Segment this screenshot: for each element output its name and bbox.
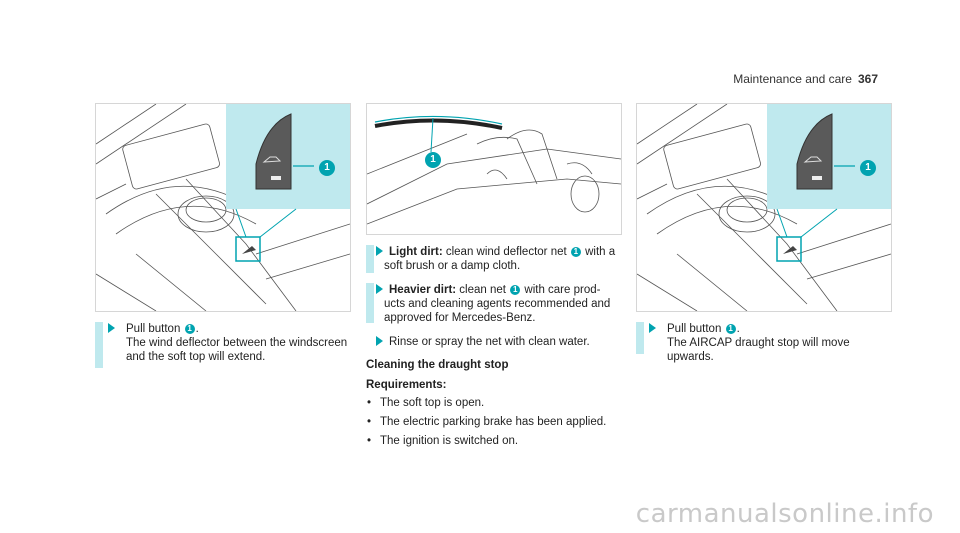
callout-badge: 1: [860, 160, 876, 176]
page-number: 367: [857, 72, 878, 86]
watermark: carmanualsonline.info: [635, 499, 934, 529]
arrow-icon: [649, 323, 656, 333]
callout-badge: 1: [425, 152, 441, 168]
step-description: The wind deflector between the windscree…: [126, 337, 348, 363]
highlight-bar: [95, 322, 103, 368]
list-item: The ignition is switched on.: [367, 434, 620, 448]
step-pull-button: Pull button 1. The AIRCAP draught stop w…: [649, 322, 889, 364]
callout-badge: 1: [510, 285, 521, 295]
callout-badge: 1: [570, 247, 581, 257]
list-item: The soft top is open.: [367, 396, 620, 410]
section-heading: Cleaning the draught stop: [366, 359, 509, 371]
arrow-icon: [376, 284, 383, 294]
section-title: Maintenance and care: [733, 72, 852, 86]
figure-aircap-button: [636, 103, 892, 312]
car-illustration: [367, 115, 621, 225]
highlight-bar: [636, 322, 644, 354]
arrow-icon: [376, 336, 383, 346]
step-light-dirt: Light dirt: clean wind deflector net 1 w…: [366, 245, 620, 273]
figure-windscreen-net: [366, 103, 622, 235]
list-item: The electric parking brake has been appl…: [367, 415, 620, 429]
column-3-text: Pull button 1. The AIRCAP draught stop w…: [649, 322, 889, 373]
step-heavier-dirt: Heavier dirt: clean net 1 with care prod…: [366, 283, 620, 325]
console-illustration: [637, 104, 891, 311]
arrow-icon: [376, 246, 383, 256]
requirements-label: Requirements:: [366, 379, 447, 391]
requirements-list: The soft top is open. The electric parki…: [366, 396, 620, 448]
callout-badge: 1: [725, 324, 736, 334]
step-description: The AIRCAP draught stop will move upward…: [667, 337, 850, 363]
callout-badge: 1: [319, 160, 335, 176]
callout-badge: 1: [184, 324, 195, 334]
figure-console-button: [95, 103, 351, 312]
page-header: Maintenance and care 367: [733, 72, 878, 86]
column-2-text: Light dirt: clean wind deflector net 1 w…: [366, 245, 620, 453]
step-rinse: Rinse or spray the net with clean water.: [366, 335, 620, 349]
highlight-bar: [366, 245, 374, 273]
arrow-icon: [108, 323, 115, 333]
column-1-text: Pull button 1. The wind deflector betwee…: [108, 322, 348, 373]
console-illustration: [96, 104, 350, 311]
step-pull-button: Pull button 1. The wind deflector betwee…: [108, 322, 348, 364]
highlight-bar: [366, 283, 374, 323]
